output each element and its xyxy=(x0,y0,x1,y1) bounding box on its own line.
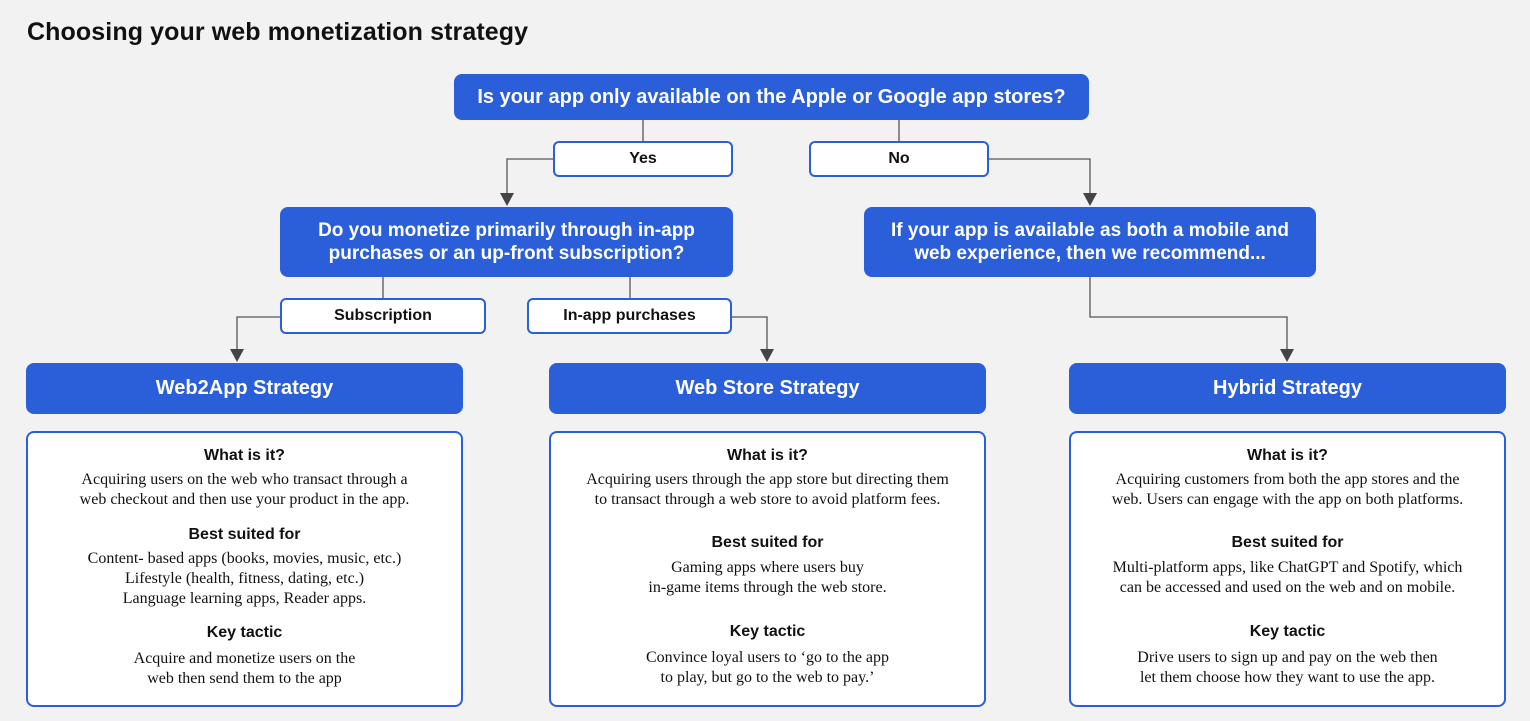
arrow-head xyxy=(1280,349,1294,362)
best-text: Gaming apps where users buy in-game item… xyxy=(648,559,887,596)
answer-subscription: Subscription xyxy=(280,298,486,334)
connector-yes-q2 xyxy=(506,158,553,194)
what-heading: What is it? xyxy=(727,447,808,464)
tactic-text: Drive users to sign up and pay on the we… xyxy=(1137,649,1438,686)
page-title: Choosing your web monetization strategy xyxy=(27,18,529,46)
best-heading: Best suited for xyxy=(711,534,824,551)
tactic-heading: Key tactic xyxy=(729,623,806,640)
strategy-web-store-card: What is it? Acquiring users through the … xyxy=(549,431,986,707)
best-heading: Best suited for xyxy=(188,526,301,543)
arrow-head xyxy=(230,349,244,362)
strategy-web-store-header: Web Store Strategy xyxy=(549,363,986,414)
what-text: Acquiring customers from both the app st… xyxy=(1111,471,1464,508)
arrow-head xyxy=(1083,193,1097,206)
arrow-head xyxy=(500,193,514,206)
what-heading: What is it? xyxy=(204,447,285,464)
tactic-text: Convince loyal users to ‘go to the app t… xyxy=(645,649,890,686)
connector-q3-hybrid xyxy=(1089,277,1288,350)
connector-no-q3 xyxy=(989,158,1091,194)
answer-in-app-purchases: In-app purchases xyxy=(527,298,732,334)
tactic-text: Acquire and monetize users on the web th… xyxy=(133,650,356,687)
strategy-hybrid-header: Hybrid Strategy xyxy=(1069,363,1506,414)
question-monetization: Do you monetize primarily through in-app… xyxy=(280,207,733,277)
what-text: Acquiring users on the web who transact … xyxy=(79,471,410,508)
connector-subscription-web2app xyxy=(236,316,280,350)
what-heading: What is it? xyxy=(1247,447,1328,464)
connector-inapp-webstore xyxy=(732,316,768,350)
strategy-web2app-card: What is it? Acquiring users on the web w… xyxy=(26,431,463,707)
tactic-heading: Key tactic xyxy=(1249,623,1326,640)
tactic-heading: Key tactic xyxy=(206,624,283,641)
arrow-head xyxy=(760,349,774,362)
question-app-stores: Is your app only available on the Apple … xyxy=(454,74,1089,120)
recommendation-mobile-web: If your app is available as both a mobil… xyxy=(864,207,1316,277)
best-text: Content- based apps (books, movies, musi… xyxy=(87,550,402,607)
what-text: Acquiring users through the app store bu… xyxy=(586,471,949,508)
strategy-web2app-header: Web2App Strategy xyxy=(26,363,463,414)
answer-no: No xyxy=(809,141,989,177)
best-heading: Best suited for xyxy=(1231,534,1344,551)
strategy-hybrid-card: What is it? Acquiring customers from bot… xyxy=(1069,431,1506,707)
best-text: Multi-platform apps, like ChatGPT and Sp… xyxy=(1112,559,1463,596)
answer-yes: Yes xyxy=(553,141,733,177)
